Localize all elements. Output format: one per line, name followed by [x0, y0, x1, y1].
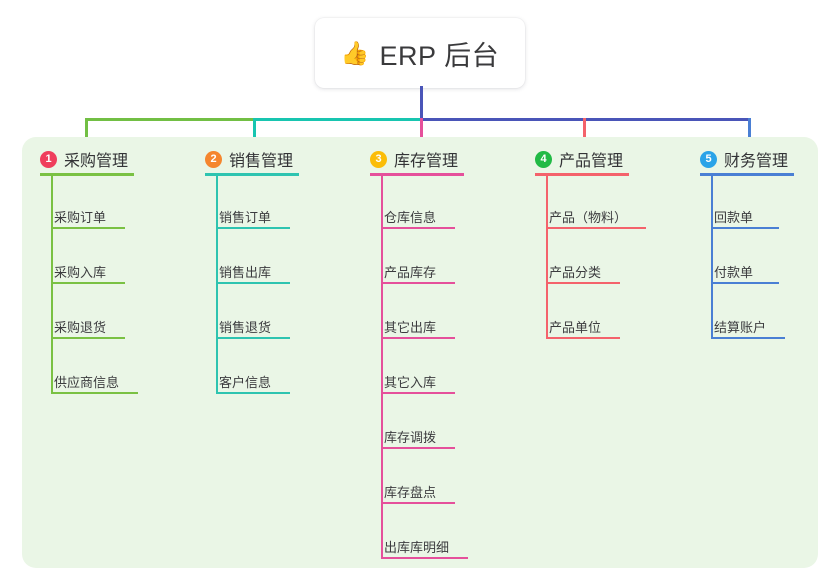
branch-badge-1: 1 [40, 150, 57, 168]
branch-header-3[interactable]: 3 库存管理 [370, 147, 458, 171]
leaf-underline [51, 392, 138, 394]
leaf-underline [216, 337, 290, 339]
leaf-label: 销售退货 [219, 320, 272, 335]
root-node-title: ERP 后台 [379, 40, 500, 71]
leaf-underline [381, 392, 455, 394]
branch-title-2: 销售管理 [229, 153, 294, 170]
branch-underline-5 [700, 173, 794, 176]
leaf-label: 其它出库 [384, 320, 437, 335]
leaf-label: 产品分类 [549, 265, 602, 280]
leaf-underline [711, 227, 779, 229]
leaf-underline [216, 227, 290, 229]
leaf-label: 产品（物料） [549, 210, 628, 225]
branch-spine-1 [51, 176, 53, 392]
leaf-label: 产品单位 [549, 320, 602, 335]
branch-title-3: 库存管理 [394, 153, 459, 170]
branch-underline-3 [370, 173, 464, 176]
leaf-underline [381, 557, 468, 559]
branch-spine-2 [216, 176, 218, 392]
leaf-underline [216, 392, 290, 394]
leaf-underline [381, 282, 455, 284]
leaf-underline [381, 227, 455, 229]
leaf-label: 库存盘点 [384, 485, 437, 500]
branch-badge-5: 5 [700, 150, 717, 168]
leaf-underline [711, 282, 779, 284]
leaf-underline [381, 337, 455, 339]
branch-title-4: 产品管理 [559, 153, 624, 170]
branch-badge-4: 4 [535, 150, 552, 168]
leaf-label: 付款单 [714, 265, 754, 280]
leaf-label: 销售订单 [219, 210, 272, 225]
branch-title-1: 采购管理 [64, 153, 129, 170]
bus-segment-green [85, 118, 253, 121]
leaf-underline [546, 227, 646, 229]
drop-line-1 [85, 118, 88, 155]
branch-underline-1 [40, 173, 134, 176]
root-node-content: 👍 ERP 后台 [341, 34, 499, 73]
drop-line-5 [748, 118, 751, 155]
thumbs-up-icon: 👍 [340, 39, 370, 66]
drop-line-2 [253, 118, 256, 155]
leaf-underline [711, 337, 785, 339]
leaf-label: 供应商信息 [54, 375, 120, 390]
branch-spine-4 [546, 176, 548, 337]
branches-panel: 1 采购管理采购订单采购入库采购退货供应商信息 2 销售管理销售订单销售出库销售退货客… [22, 137, 818, 568]
bus-segment-teal [253, 118, 420, 121]
leaf-underline [51, 337, 125, 339]
leaf-label: 销售出库 [219, 265, 272, 280]
leaf-underline [216, 282, 290, 284]
drop-line-3 [420, 118, 423, 155]
leaf-label: 结算账户 [714, 320, 767, 335]
branch-header-4[interactable]: 4 产品管理 [535, 147, 623, 171]
root-node[interactable]: 👍 ERP 后台 [315, 18, 525, 88]
leaf-label: 回款单 [714, 210, 754, 225]
leaf-underline [546, 337, 620, 339]
branch-title-5: 财务管理 [724, 153, 789, 170]
leaf-underline [51, 227, 125, 229]
leaf-label: 采购退货 [54, 320, 107, 335]
drop-line-4 [583, 118, 586, 155]
branch-underline-2 [205, 173, 299, 176]
branch-badge-3: 3 [370, 150, 387, 168]
leaf-label: 产品库存 [384, 265, 437, 280]
branch-header-2[interactable]: 2 销售管理 [205, 147, 293, 171]
leaf-underline [381, 447, 455, 449]
leaf-label: 客户信息 [219, 375, 272, 390]
branch-header-5[interactable]: 5 财务管理 [700, 147, 788, 171]
leaf-underline [381, 502, 455, 504]
leaf-label: 采购订单 [54, 210, 107, 225]
leaf-label: 出库库明细 [384, 540, 450, 555]
branch-badge-2: 2 [205, 150, 222, 168]
leaf-label: 仓库信息 [384, 210, 437, 225]
branch-spine-3 [381, 176, 383, 557]
root-stem-line [420, 86, 423, 121]
leaf-label: 库存调拨 [384, 430, 437, 445]
branch-underline-4 [535, 173, 629, 176]
leaf-underline [546, 282, 620, 284]
leaf-label: 采购入库 [54, 265, 107, 280]
branch-header-1[interactable]: 1 采购管理 [40, 147, 128, 171]
leaf-underline [51, 282, 125, 284]
branch-spine-5 [711, 176, 713, 337]
leaf-label: 其它入库 [384, 375, 437, 390]
